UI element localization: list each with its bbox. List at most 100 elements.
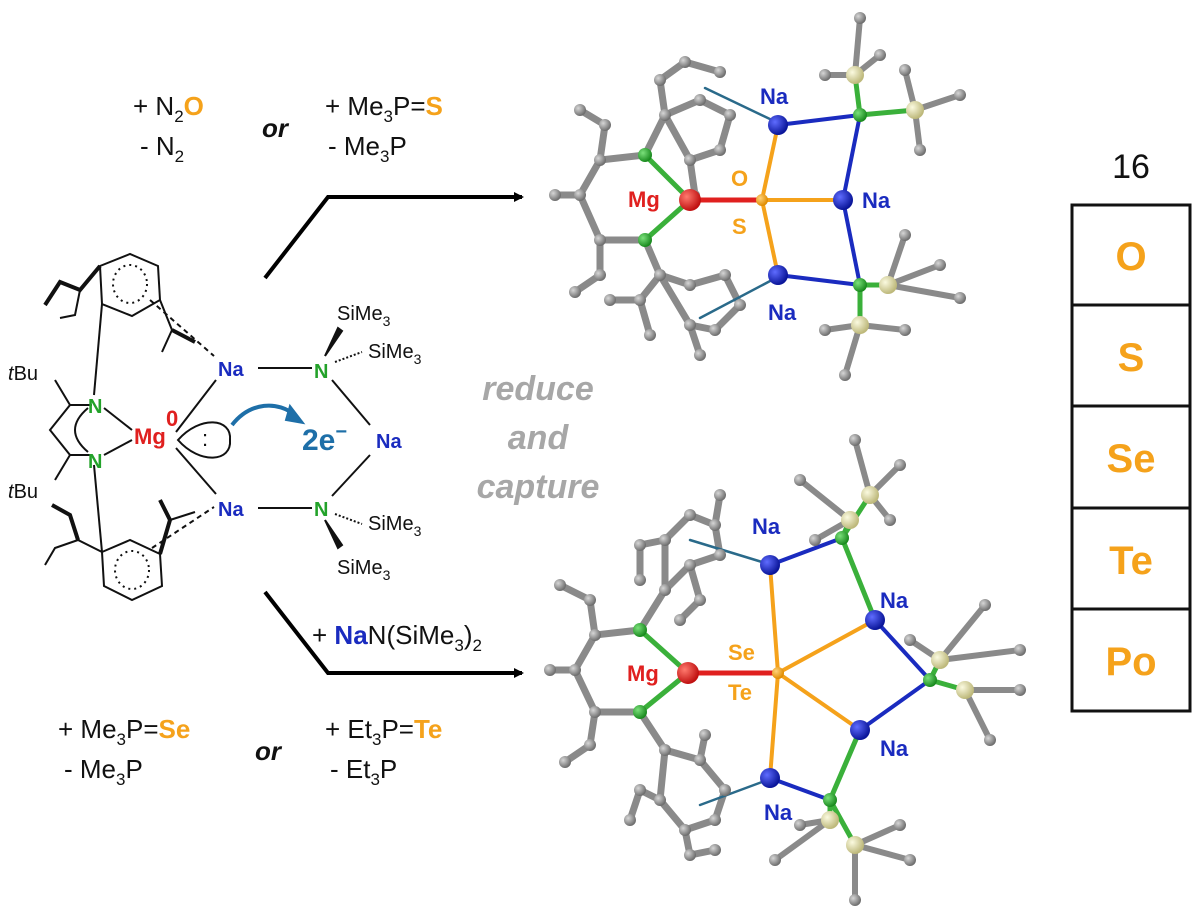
reduce-and-capture-label: reduce and capture: [477, 370, 600, 506]
me3ps-reagent: + Me3P=S: [325, 91, 443, 126]
n-label-lower: N: [88, 451, 102, 473]
et3pte-reagent: + Et3P=Te: [325, 714, 442, 749]
sime3-label-4: SiMe3: [337, 557, 391, 583]
bottom-na-atom-2: [865, 610, 885, 630]
n-na-right-bottom: [331, 454, 371, 497]
n-label-amide-top: N: [314, 361, 328, 383]
lower-aryl-ring: [100, 538, 164, 602]
na-label-right: Na: [376, 431, 402, 453]
bottom-na-atom-4: [760, 768, 780, 788]
bottom-na-atom-3: [850, 720, 870, 740]
bottom-reagents: + Me3P=Se - Me3P or + Et3P=Te - Et3P: [58, 714, 442, 789]
lower-right-alkyl-b: [169, 511, 196, 521]
na-arene-contact-bottom: [151, 506, 215, 549]
top-na-label-1: Na: [760, 84, 789, 109]
upper-left-alkyl: [43, 264, 102, 307]
reaction-arrows: [263, 192, 524, 678]
upper-right-alkyl-b: [171, 328, 196, 344]
element-s: S: [1118, 336, 1145, 380]
bottom-na-label-4: Na: [764, 800, 793, 825]
si-wedge-bottom: [324, 519, 344, 550]
top-reaction-arrow: [263, 192, 524, 280]
n-mg-bond-top: [103, 407, 133, 431]
element-cell-te: [1070, 506, 1192, 611]
na-label-top: Na: [218, 359, 244, 381]
element-cell-po: [1070, 607, 1192, 713]
upper-ring-aromatic: [112, 264, 148, 304]
top-s-label: S: [732, 214, 747, 239]
nacnac-delocalization: [74, 407, 89, 453]
top-product-structure: Mg O S Na Na Na: [549, 12, 966, 381]
n-na-right-top: [331, 379, 371, 426]
top-mg-label: Mg: [628, 187, 660, 212]
sime3-label-2: SiMe3: [368, 341, 422, 367]
bottom-te-label: Te: [728, 680, 752, 705]
reactant-structure: [43, 252, 371, 602]
n-label-amide-bottom: N: [314, 499, 328, 521]
electron-arrowhead: [284, 403, 306, 425]
bottom-na-atom-1: [760, 555, 780, 575]
tbu-label-bottom: tBu: [8, 481, 38, 503]
lower-right-alkyl: [158, 499, 173, 555]
si-wedge-top: [324, 326, 344, 357]
upper-n-aryl-bond: [93, 303, 103, 396]
top-reagents: + N2O - N2 or + Me3P=S - Me3P: [133, 91, 443, 166]
top-na-atom-2: [833, 190, 853, 210]
element-cell-o: [1070, 203, 1192, 307]
lower-left-alkyl: [44, 538, 103, 566]
me3p-byproduct-bottom: - Me3P: [64, 754, 143, 789]
or-label-bottom: or: [255, 736, 283, 766]
element-o: O: [1115, 235, 1146, 279]
et3p-byproduct: - Et3P: [330, 754, 397, 789]
bottom-mg-label: Mg: [627, 661, 659, 686]
n-mg-bond-bottom: [103, 439, 133, 456]
center-text-line-3: capture: [477, 468, 600, 506]
top-o-label: O: [731, 166, 748, 191]
si-hash-bottom: [334, 513, 363, 525]
n-label-upper: N: [88, 396, 102, 418]
upper-right-alkyl: [159, 299, 174, 353]
lone-pair-dots: :: [202, 426, 208, 451]
si-hash-top: [334, 351, 363, 363]
lower-ring-aromatic: [114, 550, 150, 590]
element-po: Po: [1105, 640, 1156, 684]
bottom-se-label: Se: [728, 640, 755, 665]
upper-left-alkyl-b: [59, 289, 81, 319]
mg-oxidation-state: 0: [166, 406, 178, 431]
na-arene-contact-top: [149, 299, 215, 357]
top-mg-atom: [679, 189, 701, 211]
element-te: Te: [1109, 539, 1153, 583]
bottom-na-label-1: Na: [752, 514, 781, 539]
n2-byproduct: - N2: [140, 131, 184, 166]
mg-na-bottom: [175, 447, 217, 495]
group-number: 16: [1112, 148, 1150, 186]
mg-na-top: [175, 379, 217, 433]
reactant-labels: tBu tBu N N Mg 0 : Na Na Na N N SiMe3 Si…: [8, 303, 422, 583]
center-text-line-2: and: [508, 419, 570, 457]
element-se: Se: [1107, 437, 1156, 481]
center-text-line-1: reduce: [482, 370, 594, 408]
mg-lone-pair-orbital: [176, 421, 232, 459]
bottom-reaction-arrow: [263, 590, 524, 678]
me3pse-reagent: + Me3P=Se: [58, 714, 190, 749]
bottom-mg-atom: [677, 662, 699, 684]
upper-aryl-ring: [98, 252, 162, 318]
sime3-label-1: SiMe3: [337, 303, 391, 329]
top-na-atom-1: [768, 115, 788, 135]
top-chalcogen-atom: [756, 194, 768, 206]
mg-label-reactant: Mg: [134, 424, 166, 449]
nahmds-reagent: + NaN(SiMe3)2: [312, 620, 482, 655]
bottom-na-label-3: Na: [880, 736, 909, 761]
group-16-column: 16 O S Se Te Po: [1070, 148, 1192, 713]
nacnac-backbone: [48, 379, 72, 481]
sime3-label-3: SiMe3: [368, 513, 422, 539]
element-cell-s: [1070, 303, 1192, 408]
bottom-chalcogen-atom: [772, 667, 784, 679]
top-na-label-3: Na: [768, 300, 797, 325]
or-label-top: or: [262, 113, 290, 143]
two-electron-label: 2e−: [302, 421, 347, 457]
lower-n-aryl-bond: [93, 464, 103, 553]
lower-left-alkyl-b: [51, 503, 80, 541]
top-na-label-2: Na: [862, 188, 891, 213]
